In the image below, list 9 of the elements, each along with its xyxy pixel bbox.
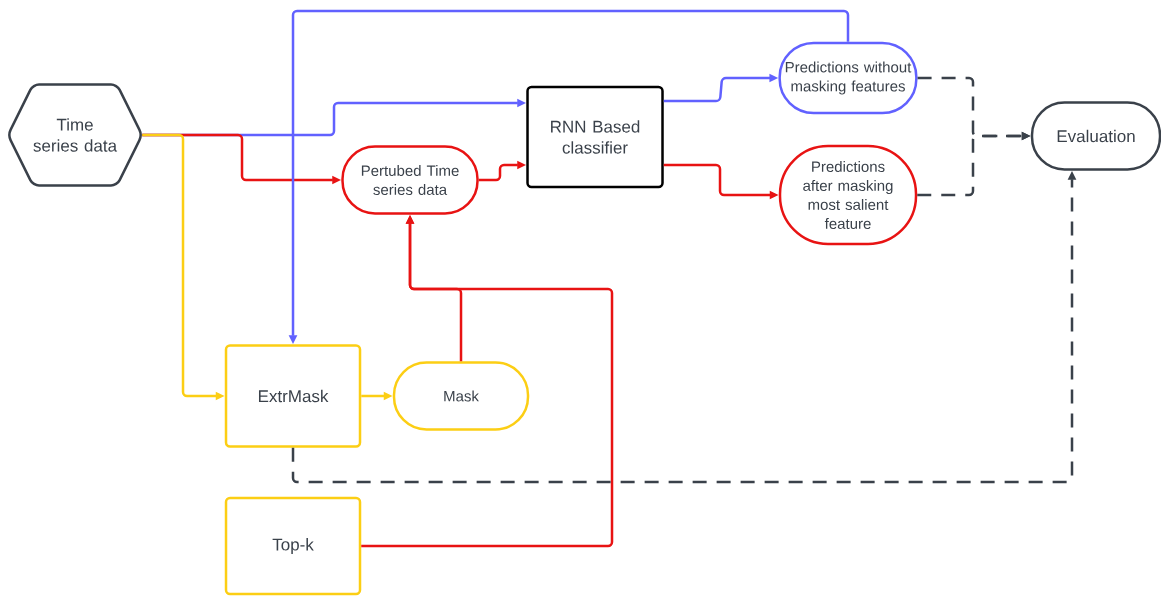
data-pill: Mask (392, 361, 530, 431)
output-pill: Predictions without masking features (778, 41, 918, 115)
output-pill: Predictions after masking most salient feature (778, 144, 918, 246)
data-pill: Pertubed Time series data (341, 145, 479, 215)
process-box: ExtrMask (224, 344, 362, 448)
process-box: Top-k (224, 496, 362, 596)
output-pill: Evaluation (1030, 101, 1161, 171)
classifier-box: RNN Based classifier (526, 85, 664, 189)
input-hexagon: Time series data (8, 83, 142, 187)
